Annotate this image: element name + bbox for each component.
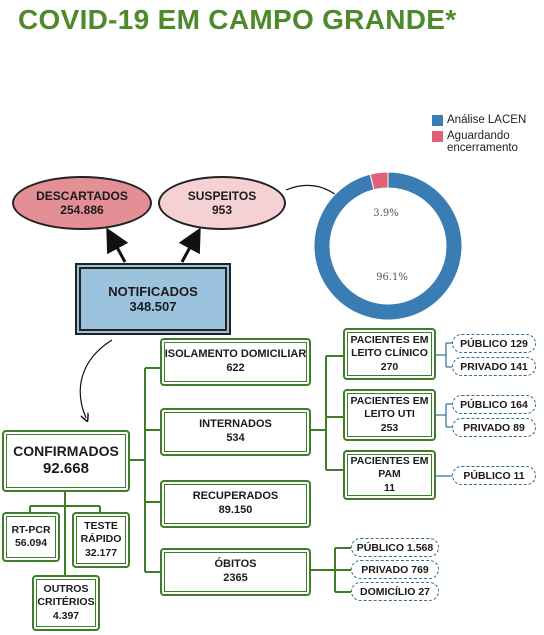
category-label: ISOLAMENTO DOMICILIAR xyxy=(164,348,307,361)
pill-pam-publico: PÚBLICO 11 xyxy=(452,466,536,485)
pill-clinico-privado: PRIVADO 141 xyxy=(452,357,536,376)
slice-label-lacen: 96.1% xyxy=(376,272,408,283)
category-label: RECUPERADOS xyxy=(192,490,279,503)
test-label: OUTROS CRITÉRIOS xyxy=(37,583,95,609)
descartados-value: 254.886 xyxy=(60,203,104,217)
leito-pam-node: PACIENTES EM PAM 11 xyxy=(343,450,436,500)
legend-swatch-aguardando xyxy=(432,131,443,142)
page-title: COVID-19 EM CAMPO GRANDE* xyxy=(18,4,457,35)
test-rapido-node: TESTE RÁPIDO 32.177 xyxy=(72,512,130,568)
confirmados-value: 92.668 xyxy=(43,460,89,478)
slice-label-aguardando: 3.9% xyxy=(373,208,398,219)
descartados-label: DESCARTADOS xyxy=(36,189,128,203)
test-value: 56.094 xyxy=(14,537,48,549)
category-value: 622 xyxy=(226,362,245,374)
legend-label-lacen: Análise LACEN xyxy=(447,114,527,126)
leito-value: 253 xyxy=(380,421,399,434)
test-label: TESTE RÁPIDO xyxy=(80,520,122,546)
leito-label: PACIENTES EM PAM xyxy=(350,455,429,481)
slice-analise-lacen xyxy=(313,171,463,321)
confirmados-node: CONFIRMADOS 92.668 xyxy=(2,430,130,492)
chart-legend: Análise LACEN Aguardando encerramento xyxy=(432,114,540,154)
legend-item-aguardando: Aguardando encerramento xyxy=(432,130,540,154)
pill-uti-publico: PÚBLICO 164 xyxy=(452,395,536,414)
test-value: 4.397 xyxy=(52,609,80,622)
obitos-node: ÓBITOS 2365 xyxy=(160,548,311,596)
category-label: INTERNADOS xyxy=(199,418,272,431)
test-value: 32.177 xyxy=(84,546,118,559)
isolamento-node: ISOLAMENTO DOMICILIAR 622 xyxy=(160,338,311,386)
category-value: 2365 xyxy=(223,572,248,584)
notificados-node: NOTIFICADOS 348.507 xyxy=(75,263,231,335)
category-value: 89.150 xyxy=(218,504,253,516)
pill-uti-privado: PRIVADO 89 xyxy=(452,418,536,437)
category-value: 534 xyxy=(226,432,245,444)
test-label: RT-PCR xyxy=(11,523,51,536)
leito-value: 11 xyxy=(383,481,396,494)
legend-item-lacen: Análise LACEN xyxy=(432,114,540,126)
suspeitos-value: 953 xyxy=(211,203,233,217)
pill-obitos-privado: PRIVADO 769 xyxy=(351,560,439,579)
recuperados-node: RECUPERADOS 89.150 xyxy=(160,480,311,528)
pill-obitos-publico: PÚBLICO 1.568 xyxy=(351,538,439,557)
legend-label-aguardando: Aguardando encerramento xyxy=(447,130,518,154)
leito-uti-node: PACIENTES EM LEITO UTI 253 xyxy=(343,389,436,441)
leito-label: PACIENTES EM LEITO UTI xyxy=(350,395,429,421)
donut-chart: 3.9% 96.1% xyxy=(313,171,463,321)
suspeitos-node: SUSPEITOS 953 xyxy=(158,176,286,230)
notificados-value: 348.507 xyxy=(129,299,177,314)
leito-label: PACIENTES EM LEITO CLÍNICO xyxy=(350,334,429,360)
confirmados-label: CONFIRMADOS xyxy=(13,442,119,459)
notificados-label: NOTIFICADOS xyxy=(108,284,198,299)
test-rt-pcr-node: RT-PCR 56.094 xyxy=(2,512,60,562)
leito-value: 270 xyxy=(380,360,399,373)
pill-clinico-publico: PÚBLICO 129 xyxy=(452,334,536,353)
legend-swatch-lacen xyxy=(432,115,443,126)
suspeitos-label: SUSPEITOS xyxy=(187,189,257,203)
descartados-node: DESCARTADOS 254.886 xyxy=(12,176,152,230)
test-outros-node: OUTROS CRITÉRIOS 4.397 xyxy=(32,575,100,631)
category-label: ÓBITOS xyxy=(214,558,257,571)
leito-clinico-node: PACIENTES EM LEITO CLÍNICO 270 xyxy=(343,328,436,380)
internados-node: INTERNADOS 534 xyxy=(160,408,311,456)
pill-obitos-domicilio: DOMICÍLIO 27 xyxy=(351,582,439,601)
